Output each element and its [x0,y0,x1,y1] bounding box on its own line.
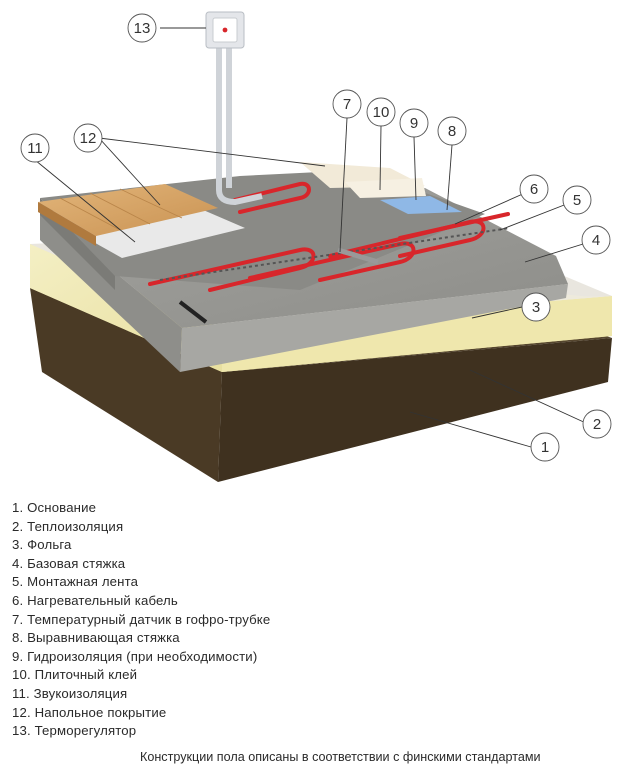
callout-8: 8 [437,116,467,146]
callout-7-label: 7 [343,96,351,113]
callout-6-label: 6 [530,181,538,198]
callout-10-label: 10 [373,104,390,121]
legend-item: 1. Основание [12,500,97,515]
callout-12-label: 12 [80,130,97,147]
callout-1-label: 1 [541,439,549,456]
waterproofing-layer [380,196,462,214]
thermostat [205,11,263,206]
legend-item: 12. Напольное покрытие [12,704,167,720]
temperature-sensor [178,247,379,324]
wood-floor [38,184,218,246]
footnote: Конструкции пола описаны в соответствии … [140,750,541,764]
callout-11-label: 11 [27,140,43,157]
callout-leaders [34,27,597,448]
mounting-tape [159,227,511,281]
legend-item: 11. Звукоизоляция [12,685,128,701]
callout-2-label: 2 [593,416,601,433]
legend-item: 13. Терморегулятор [12,723,137,739]
callout-13-label: 13 [134,20,151,37]
callout-3-label: 3 [532,299,540,316]
callout-9: 9 [399,108,429,138]
legend-item: 7. Температурный датчик в гофро-трубке [12,611,271,627]
legend-item: 10. Плиточный клей [12,667,138,683]
callout-13: 13 [127,13,157,43]
legend-item: 9. Гидроизоляция (при необходимости) [12,648,258,664]
callout-1: 1 [530,432,560,462]
callout-4: 4 [581,225,611,255]
callout-7: 7 [332,89,362,119]
callout-5: 5 [562,185,592,215]
callout-4-label: 4 [592,232,600,249]
legend-item: 2. Теплоизоляция [12,518,124,534]
floor-tile [345,178,426,198]
legend-item: 8. Выравнивающая стяжка [12,630,180,646]
callout-5-label: 5 [573,192,581,209]
callout-6: 6 [519,174,549,204]
heated-floor-diagram: 1 2 3 4 5 6 7 8 9 10 11 12 [20,11,612,482]
callout-12: 12 [73,123,103,153]
callout-8-label: 8 [448,123,456,140]
legend-item: 5. Монтажная лента [12,574,139,590]
callout-2: 2 [582,409,612,439]
legend-item: 6. Нагревательный кабель [12,592,178,608]
callout-11: 11 [20,133,50,163]
legend-item: 3. Фольга [12,537,72,553]
callout-3: 3 [521,292,551,322]
callout-9-label: 9 [410,115,418,132]
callout-10: 10 [366,97,396,127]
legend-item: 4. Базовая стяжка [12,555,126,571]
layer-legend: 1. Основание 2. Теплоизоляция 3. Фольга … [12,499,270,741]
